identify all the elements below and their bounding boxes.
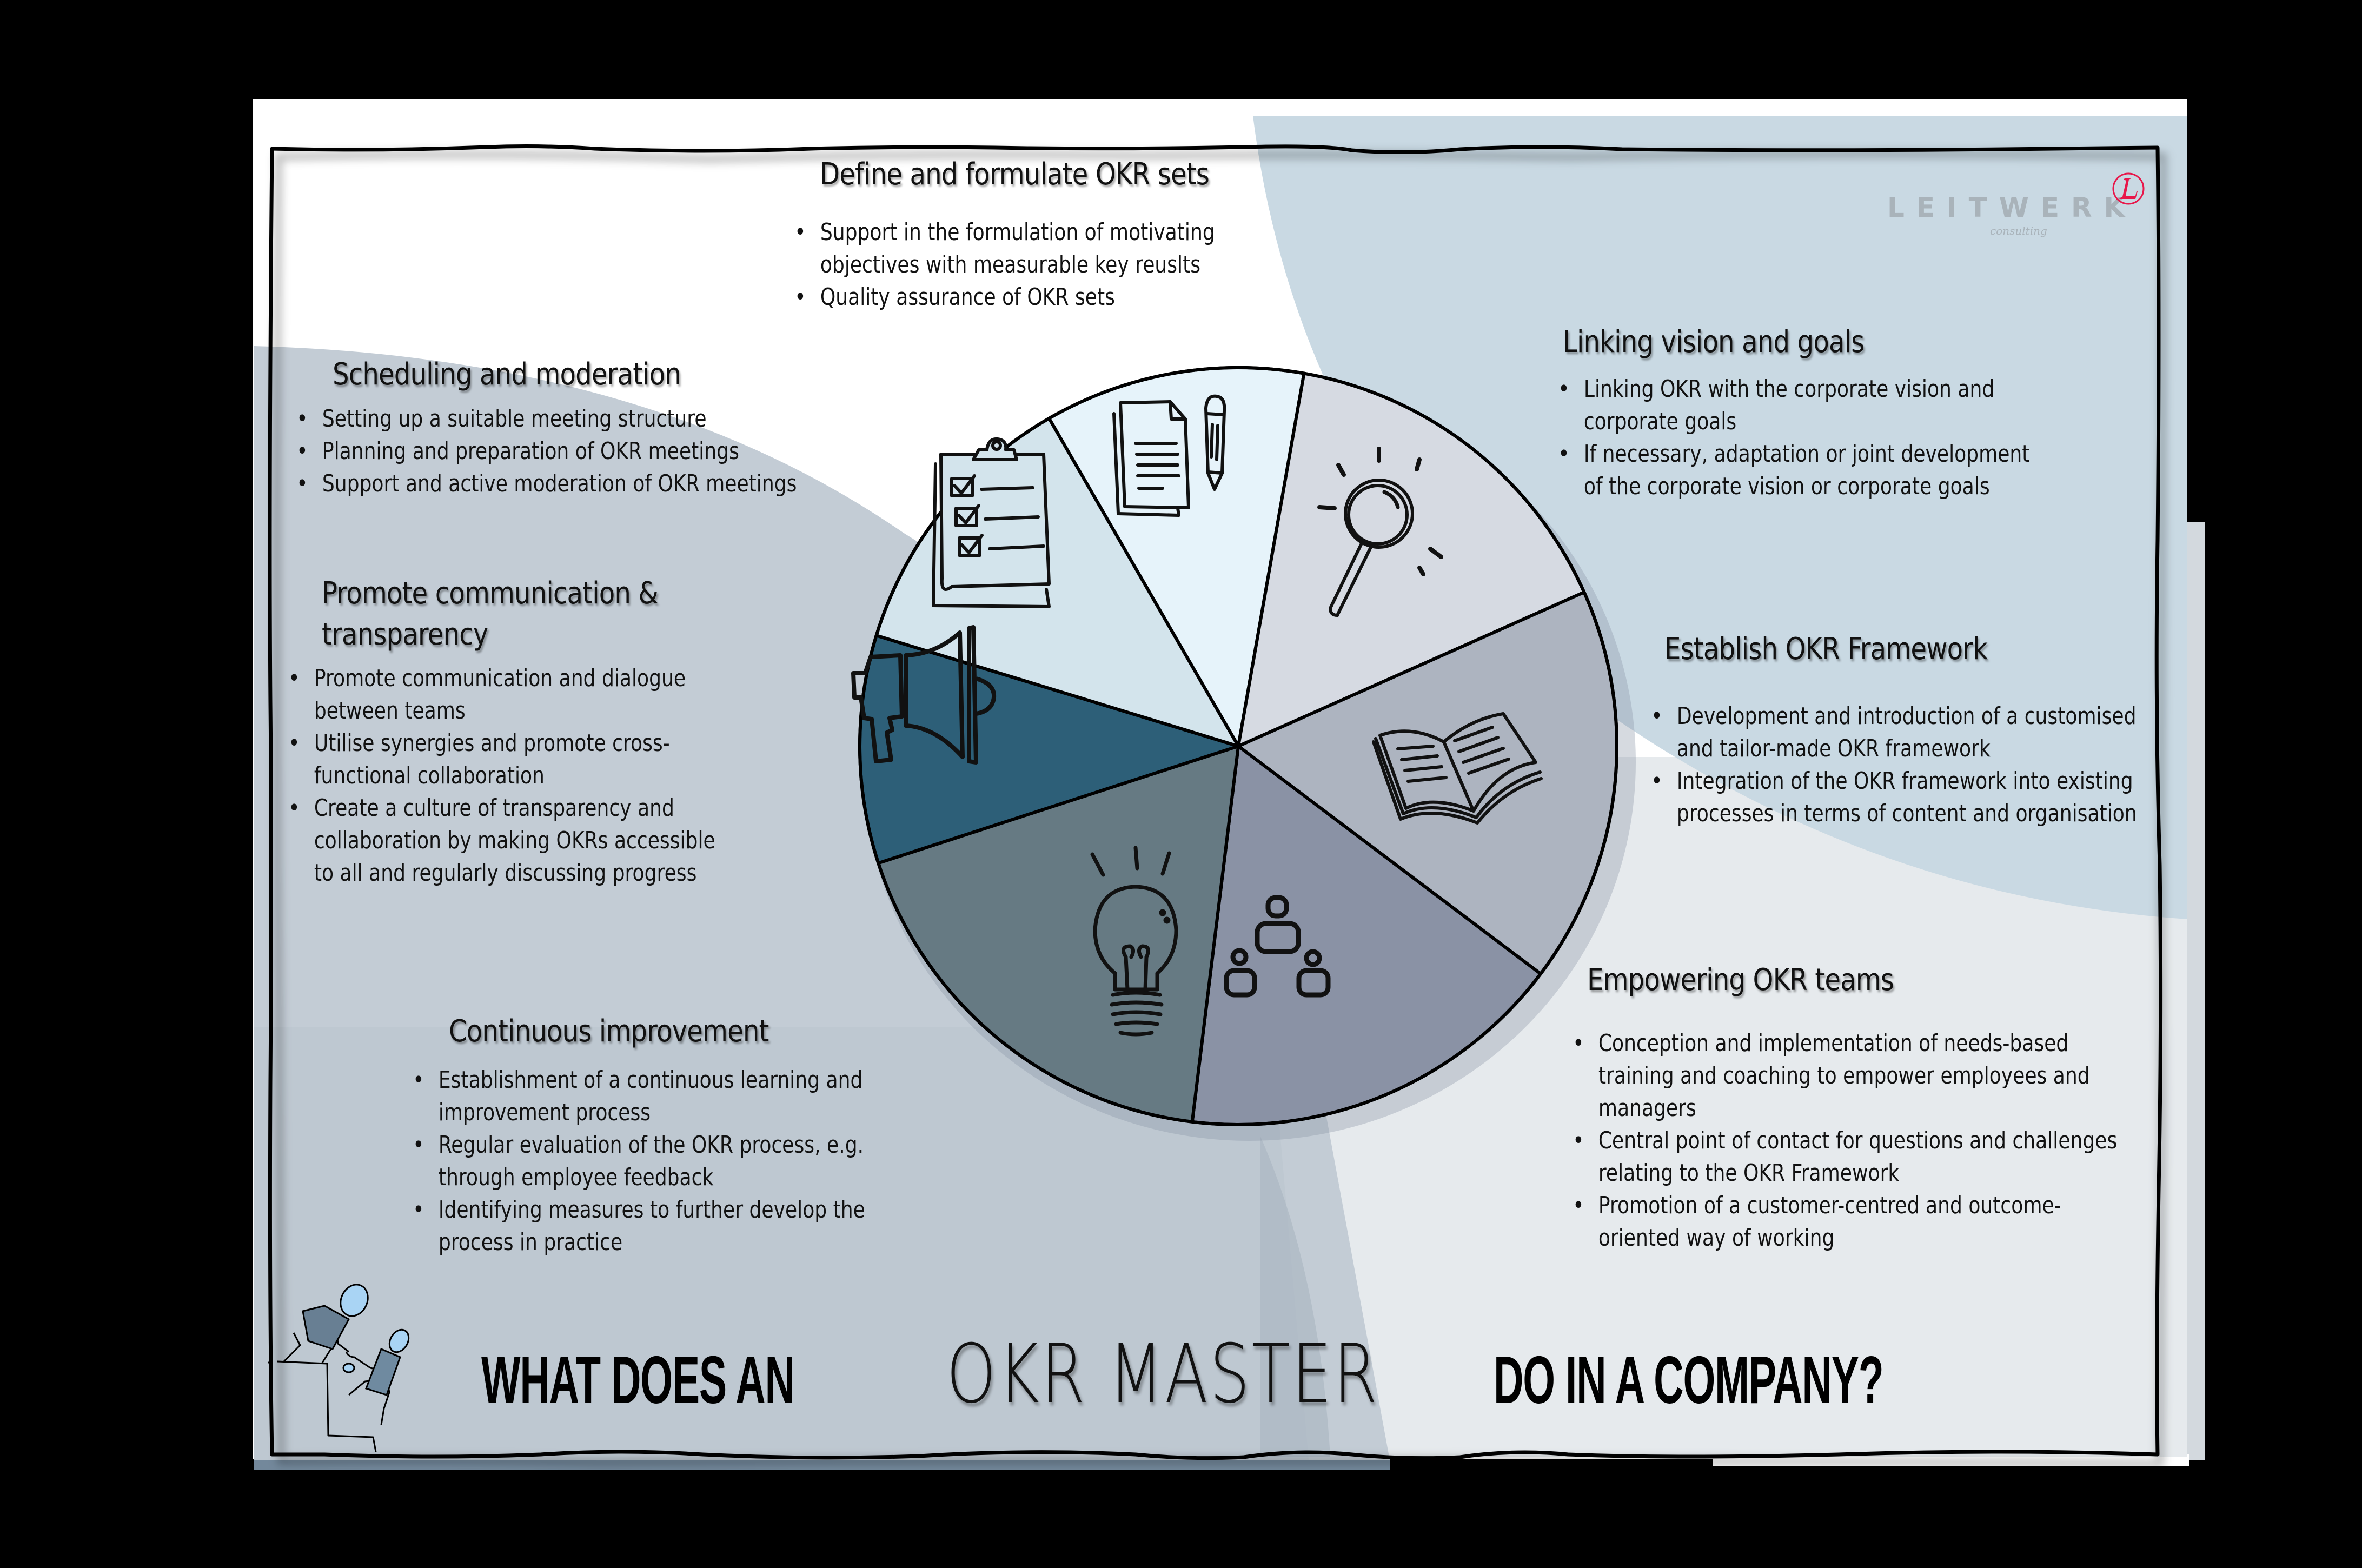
section-title-empowering: Empowering OKR teams [1587, 962, 1894, 998]
megaphone-icon [851, 625, 997, 765]
list-item: Central point of contact for questions a… [1571, 1125, 2139, 1190]
section-list-define: Support in the formulation of motivating… [793, 216, 1280, 314]
section-list-improvement: Establishment of a continuous learning a… [411, 1064, 912, 1259]
list-item: Regular evaluation of the OKR process, e… [411, 1129, 912, 1194]
list-item: Conception and implementation of needs-b… [1571, 1027, 2139, 1125]
list-item: Promotion of a customer-centred and outc… [1571, 1190, 2139, 1254]
section-title-scheduling: Scheduling and moderation [333, 357, 681, 392]
list-item: Identifying measures to further develop … [411, 1194, 912, 1259]
magnifier-icon [1317, 447, 1443, 617]
section-list-communication: Promote communication and dialogue betwe… [287, 662, 730, 889]
documents-pencil-icon [1112, 394, 1226, 517]
section-title-framework: Establish OKR Framework [1664, 632, 1988, 667]
list-item: Planning and preparation of OKR meetings [295, 435, 871, 468]
list-item: Setting up a suitable meeting structure [295, 403, 871, 435]
brand-tagline: consulting [1990, 224, 2047, 237]
clipboard-checklist-icon [932, 437, 1051, 608]
list-item: Utilise synergies and promote cross-func… [287, 727, 730, 792]
list-item: Support in the formulation of motivating… [793, 216, 1280, 281]
section-list-empowering: Conception and implementation of needs-b… [1571, 1027, 2139, 1254]
list-item: Create a culture of transparency and col… [287, 792, 730, 889]
list-item: Support and active moderation of OKR mee… [295, 468, 871, 500]
list-item: Development and introduction of a custom… [1649, 700, 2173, 765]
section-title-linking: Linking vision and goals [1563, 324, 1865, 360]
section-title-improvement: Continuous improvement [449, 1014, 769, 1049]
headline-prefix: WHAT DOES AN [481, 1343, 795, 1418]
list-item: Establishment of a continuous learning a… [411, 1064, 912, 1129]
section-title-communication: Promote communication & transparency [322, 576, 659, 652]
list-item: Linking OKR with the corporate vision an… [1556, 373, 2053, 438]
lightbulb-icon [1090, 846, 1178, 1037]
section-list-scheduling: Setting up a suitable meeting structure … [295, 403, 871, 500]
list-item: Integration of the OKR framework into ex… [1649, 765, 2173, 830]
headline-okr-master: OKR MASTER [946, 1327, 1379, 1421]
team-hierarchy-icon [1224, 895, 1331, 998]
open-book-icon [1372, 712, 1543, 825]
list-item: If necessary, adaptation or joint develo… [1556, 438, 2053, 503]
list-item: Quality assurance of OKR sets [793, 281, 1280, 314]
section-list-framework: Development and introduction of a custom… [1649, 700, 2173, 830]
list-item: Promote communication and dialogue betwe… [287, 662, 730, 727]
brand-wordmark: LEITWERK [1887, 192, 2137, 223]
section-title-define: Define and formulate OKR sets [820, 157, 1210, 192]
headline-suffix: DO IN A COMPANY? [1494, 1343, 1884, 1418]
climbing-figures-icon [268, 1284, 410, 1452]
brand-mark-icon [2112, 172, 2145, 205]
section-list-linking: Linking OKR with the corporate vision an… [1556, 373, 2053, 503]
okr-pie-chart [851, 366, 1636, 1141]
